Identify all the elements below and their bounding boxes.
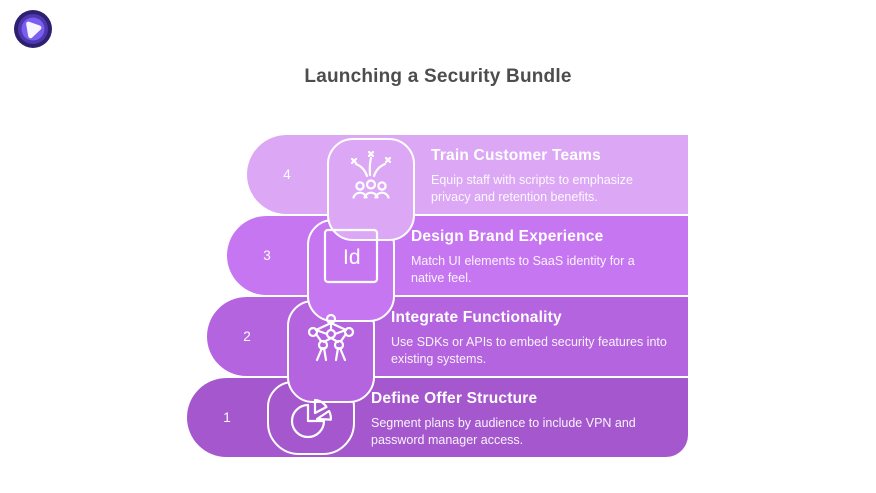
brand-logo-icon <box>14 10 52 48</box>
indesign-id-icon: Id <box>323 228 379 283</box>
atomium-network-icon <box>307 313 355 361</box>
celebration-team-icon <box>350 150 392 199</box>
step-3-title: Design Brand Experience <box>411 228 604 245</box>
step-1-title: Define Offer Structure <box>371 390 538 407</box>
step-1-number: 1 <box>223 410 231 425</box>
step-4-bar <box>247 135 688 214</box>
step-3-bar <box>227 216 688 295</box>
step-4-title: Train Customer Teams <box>431 147 601 164</box>
step-3-icon: Id <box>307 219 395 292</box>
step-2-title: Integrate Functionality <box>391 309 562 326</box>
pie-chart-icon <box>290 398 332 438</box>
step-2-icon <box>287 300 375 373</box>
step-1-icon <box>267 381 355 454</box>
step-4-description: Equip staff with scripts to emphasize pr… <box>431 173 633 204</box>
step-2-text: Integrate Functionality Use SDKs or APIs… <box>391 309 681 368</box>
brand-logo <box>13 9 53 49</box>
step-4-icon <box>327 138 415 211</box>
page-title: Launching a Security Bundle <box>304 66 572 87</box>
indesign-id-glyph: Id <box>343 246 361 269</box>
step-1-text: Define Offer Structure Segment plans by … <box>371 390 651 449</box>
step-2-number: 2 <box>243 329 251 344</box>
step-1-description: Segment plans by audience to include VPN… <box>371 416 636 447</box>
step-3-description: Match UI elements to SaaS identity for a… <box>411 254 635 285</box>
step-4-number: 4 <box>283 167 291 182</box>
step-3-text: Design Brand Experience Match UI element… <box>411 228 661 287</box>
step-4-text: Train Customer Teams Equip staff with sc… <box>431 147 666 206</box>
step-2-description: Use SDKs or APIs to embed security featu… <box>391 335 667 366</box>
step-4-icon-tube <box>327 138 415 241</box>
step-3-number: 3 <box>263 248 271 263</box>
